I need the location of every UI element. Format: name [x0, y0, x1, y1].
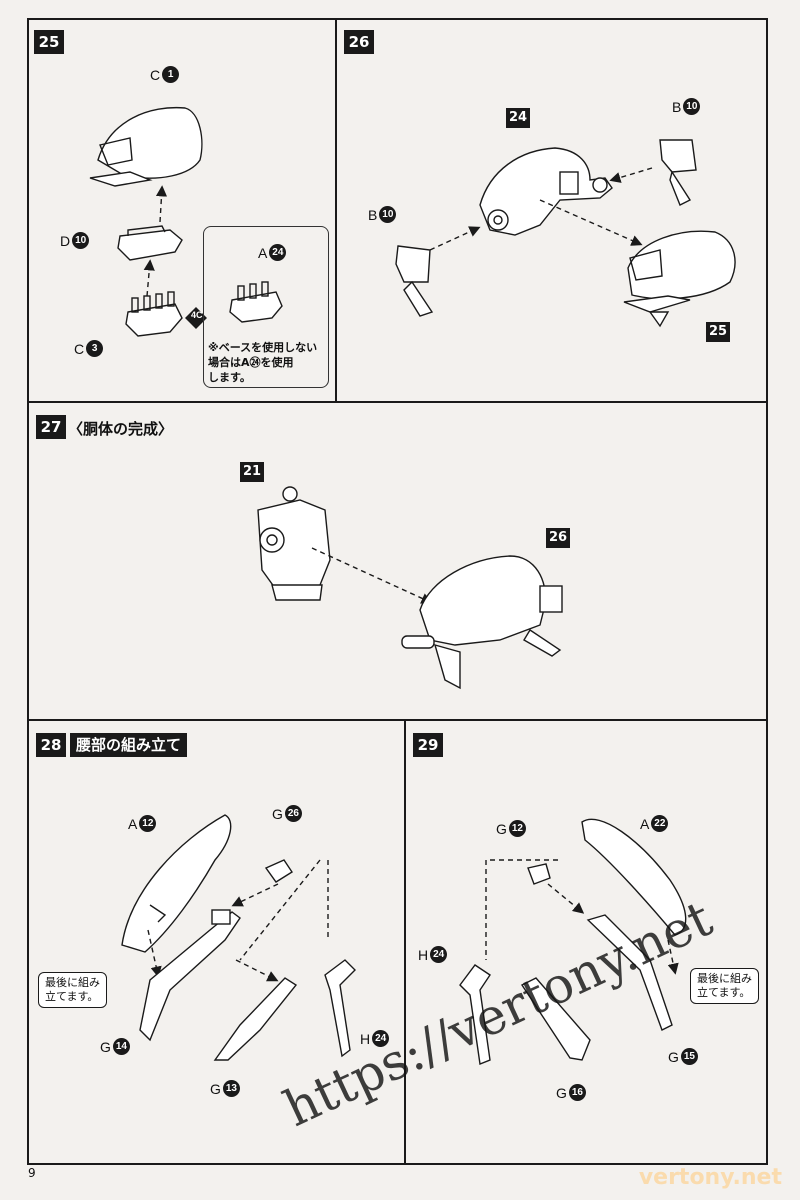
- base-note: ※ベースを使用しない 場合はA㉔を使用 します。: [208, 341, 318, 384]
- tag-21: 21: [240, 462, 264, 482]
- step-28-title: 腰部の組み立て: [70, 733, 188, 757]
- part-c3: [125, 291, 183, 337]
- assemble-last-note-29: 最後に組み 立てます。: [690, 968, 759, 1004]
- part-a22-armor: [581, 818, 687, 936]
- part-g16: [520, 977, 591, 1061]
- part-g26: [264, 859, 293, 883]
- step-29-number: 29: [413, 733, 443, 757]
- step-29-panel: [404, 719, 768, 1165]
- part-g12: [527, 863, 551, 885]
- part-h24-right: [459, 964, 491, 1065]
- part-a12-armor: [121, 814, 232, 953]
- torso-assembly-24: [479, 147, 613, 236]
- step-27-title: 〈胴体の完成〉: [68, 420, 174, 438]
- assemble-last-note-28: 最後に組み 立てます。: [38, 972, 107, 1008]
- tag-24: 24: [506, 108, 530, 128]
- alternative-part-box: [203, 226, 329, 388]
- part-25-shell: [623, 230, 736, 328]
- part-g14-frame: [139, 909, 241, 1042]
- part-a24: [229, 281, 283, 323]
- step-25-number: 25: [34, 30, 64, 54]
- page-number: 9: [28, 1166, 36, 1180]
- torso-assembly-21: [257, 486, 331, 601]
- watermark-corner: vertony.net: [638, 1165, 782, 1190]
- step-26-number: 26: [344, 30, 374, 54]
- part-h24: [324, 959, 356, 1058]
- part-c1-shell: [89, 106, 203, 187]
- tag-26-step27: 26: [546, 528, 570, 548]
- torso-assembly-26: [401, 555, 563, 690]
- step-28-number: 28: [36, 733, 66, 757]
- part-g13: [213, 977, 298, 1061]
- part-g15-frame: [586, 914, 673, 1031]
- part-b10-left: [395, 245, 434, 317]
- marker-4c: 4C: [191, 310, 203, 320]
- part-b10-right: [659, 139, 697, 206]
- step-27-number: 27: [36, 415, 66, 439]
- part-d10: [117, 225, 183, 261]
- tag-25: 25: [706, 322, 730, 342]
